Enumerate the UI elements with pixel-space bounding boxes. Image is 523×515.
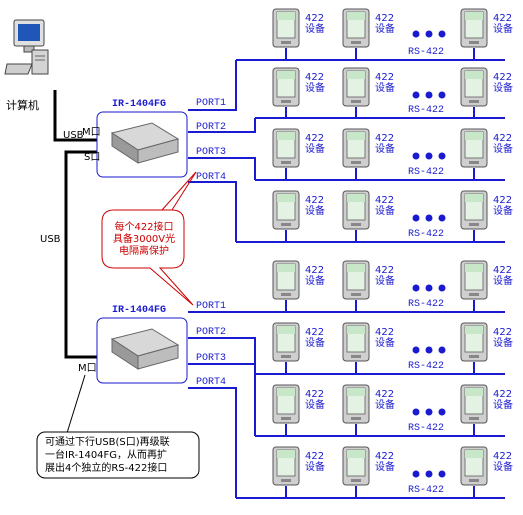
port-label-bottom-3: PORT3 (196, 353, 227, 364)
usb-label-cascade: USB (40, 234, 61, 245)
terminal-device-icon (460, 190, 488, 230)
terminal-device-icon (272, 128, 300, 168)
terminal-device-icon (342, 260, 370, 300)
terminal-device-icon (272, 260, 300, 300)
ellipsis-dots (412, 30, 446, 478)
terminal-device-icon (342, 8, 370, 48)
port-label-top-3: PORT3 (196, 147, 227, 158)
port-label-top-1: PORT1 (196, 98, 227, 109)
callout-bubble (101, 209, 194, 306)
terminal-device-icon (342, 384, 370, 424)
hub-top-model: IR-1404FG (112, 99, 167, 110)
terminal-device-icon (460, 446, 488, 486)
terminal-device-icon (342, 67, 370, 107)
usb-cable-cascade (64, 150, 97, 359)
terminal-device-icon (272, 322, 300, 362)
computer-label: 计算机 (6, 99, 39, 112)
terminal-device-icon (342, 322, 370, 362)
terminal-device-icon (460, 322, 488, 362)
port-label-bottom-4: PORT4 (196, 377, 227, 388)
terminal-device-icon (342, 190, 370, 230)
hub-top-m-port: M口 (82, 127, 101, 138)
callout-text: 每个422接口 具备3000V光 电隔离保护 (112, 222, 176, 257)
note-text: 可通过下行USB(S口)再级联 一台IR-1404FG，从而再扩 展出4个独立的… (45, 437, 170, 474)
port-label-top-4: PORT4 (196, 172, 227, 183)
bus-label-3: RS-422 (408, 167, 445, 178)
bus-label-2: RS-422 (408, 105, 445, 116)
terminal-device-icon (460, 8, 488, 48)
terminal-device-icon (460, 128, 488, 168)
top-hub-port-lines (188, 59, 505, 243)
terminal-device-icon (460, 260, 488, 300)
device-drops (285, 48, 475, 498)
terminal-device-icon (272, 190, 300, 230)
usb-cable-computer (53, 90, 97, 142)
terminal-device-icon (460, 67, 488, 107)
bus-label-7: RS-422 (408, 423, 445, 434)
hub-top-s-port: S口 (84, 152, 101, 163)
computer-icon (4, 18, 52, 90)
terminal-device-icon (272, 8, 300, 48)
bus-label-8: RS-422 (408, 485, 445, 496)
terminal-device-icon (272, 384, 300, 424)
port-label-top-2: PORT2 (196, 122, 227, 133)
bus-label-6: RS-422 (408, 361, 445, 372)
bottom-hub-port-lines (188, 311, 505, 499)
usb-label-top: USB (63, 130, 84, 141)
terminal-device-icon (460, 384, 488, 424)
terminal-device-icon (272, 67, 300, 107)
hub-top-icon (110, 122, 180, 164)
hub-bottom-m-port: M口 (78, 363, 97, 374)
bus-label-1: RS-422 (408, 47, 445, 58)
terminal-device-icon (272, 446, 300, 486)
port-label-bottom-2: PORT2 (196, 327, 227, 338)
bus-label-5: RS-422 (408, 299, 445, 310)
terminal-device-icon (342, 128, 370, 168)
note-pointer (66, 374, 86, 434)
port-label-bottom-1: PORT1 (196, 301, 227, 312)
hub-bottom-icon (110, 328, 180, 370)
hub-bottom-model: IR-1404FG (112, 305, 167, 316)
terminal-device-icon (342, 446, 370, 486)
bus-label-4: RS-422 (408, 229, 445, 240)
note-box (36, 431, 200, 479)
